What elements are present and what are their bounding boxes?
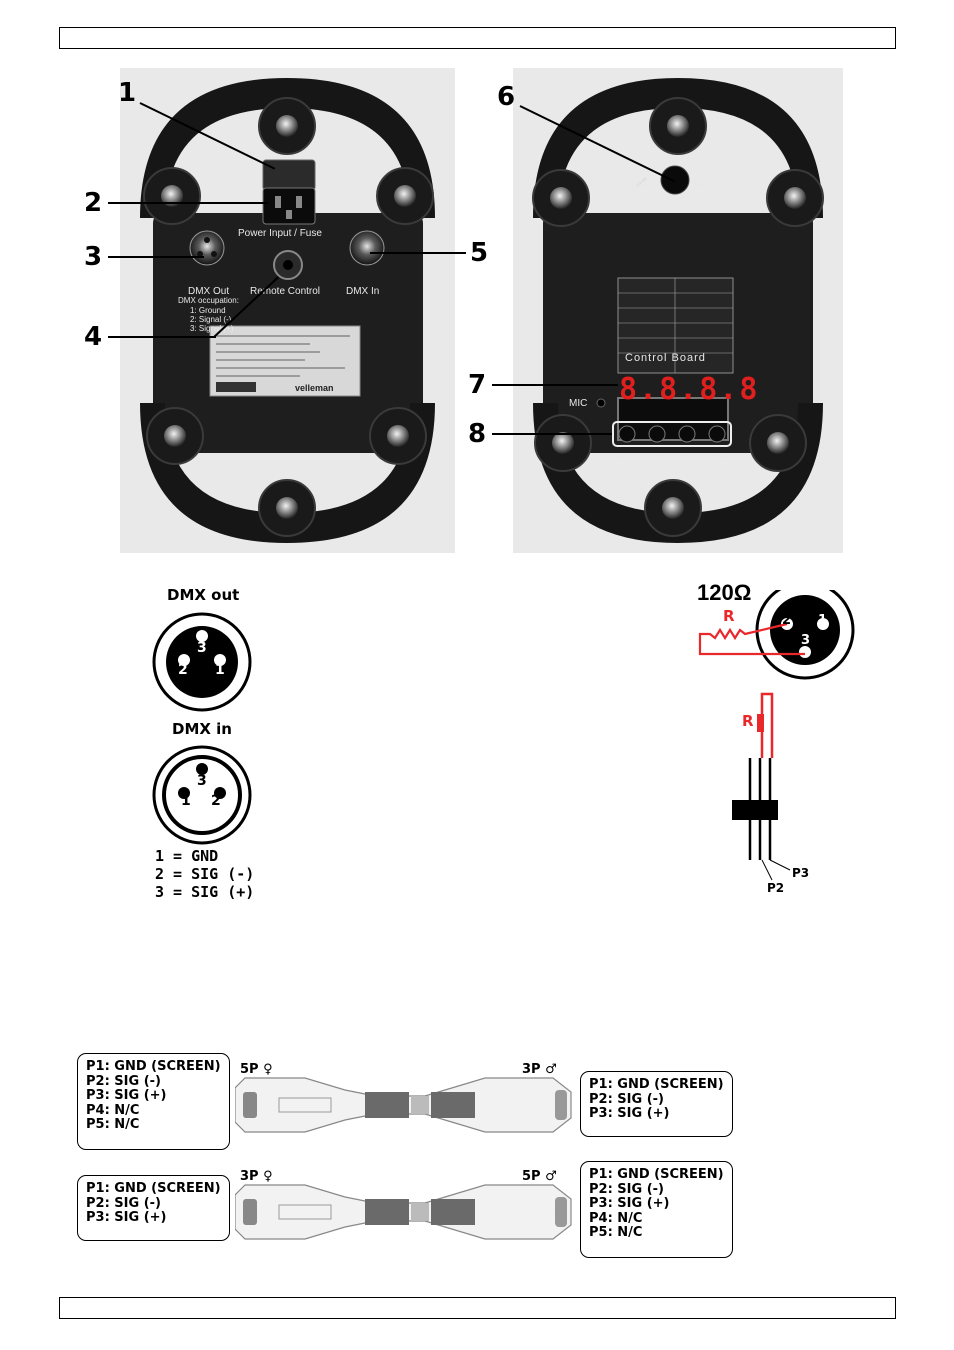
callout-4: 4 — [84, 322, 103, 352]
callout-1: 1 — [118, 78, 137, 108]
remote-control-label: Remote Control — [250, 286, 321, 297]
callout-3: 3 — [84, 242, 103, 272]
cable2-left-line-2: P2: SIG (-) — [86, 1195, 161, 1211]
page-header-frame — [59, 27, 896, 49]
control-board-label: Control Board — [625, 352, 706, 364]
dmx-in-pin-3: 3 — [197, 773, 207, 789]
legend-gnd: 1 = GND — [155, 847, 219, 865]
dmx-occupation-title: DMX occupation: — [178, 296, 239, 305]
dmx-out-label: DMX Out — [188, 286, 230, 297]
legend-sig-plus: 3 = SIG (+) — [155, 883, 255, 901]
leader-4 — [108, 336, 216, 338]
cable2-right-line-5: P5: N/C — [589, 1225, 643, 1240]
dmx-occupation-3: 3: Signal (+) — [190, 324, 234, 333]
mic-label: MIC — [569, 398, 588, 409]
led-display: 8.8.8.8 — [619, 372, 760, 407]
cable1-drawing — [235, 1077, 572, 1133]
rear-panel-photo: Power Input / Fuse DMX Out DMX occupatio… — [120, 68, 455, 553]
callout-5: 5 — [470, 238, 489, 268]
down-button-label: DOWN — [703, 452, 729, 461]
terminator-pin-1: 1 — [818, 613, 828, 628]
wire-label-p2: P2 — [767, 881, 785, 895]
cable2-right-line-3: P3: SIG (+) — [589, 1196, 670, 1211]
dmx-occupation-2: 2: Signal (-) — [190, 315, 232, 324]
cable2-right-line-4: P4: N/C — [589, 1210, 643, 1226]
dmx-occupation-1: 1: Ground — [190, 306, 226, 315]
cable1-left-line-4: P4: N/C — [86, 1102, 140, 1118]
dmx-out-pin-1: 1 — [215, 662, 225, 678]
cable1-right-line-3: P3: SIG (+) — [589, 1106, 670, 1121]
dmx-out-pin-3: 3 — [197, 640, 207, 656]
page-footer-frame — [59, 1297, 896, 1319]
dmx-out-connector — [152, 612, 252, 712]
terminator-resistor-label-side: R — [742, 712, 754, 730]
dmx-in-connector — [152, 745, 252, 845]
dmx-in-pin-2: 2 — [211, 793, 221, 809]
terminator-title: 120Ω — [697, 580, 752, 605]
terminator-pin-2: 2 — [782, 613, 792, 628]
mode-button-label: MODE — [617, 452, 641, 461]
cable1-left-line-5: P5: N/C — [86, 1117, 140, 1132]
legend-sig-minus: 2 = SIG (-) — [155, 865, 255, 883]
cable1-left-connector-label: 5P ♀ — [240, 1062, 273, 1077]
callout-8: 8 — [468, 419, 487, 449]
dmx-in-label: DMX In — [346, 286, 380, 297]
control-board-photo: MIN MAX Control Board MIC 8.8.8.8 MODE E… — [513, 68, 843, 553]
cable2-right-connector-label: 5P ♂ — [522, 1169, 557, 1184]
dmx-out-pin-2: 2 — [178, 662, 188, 678]
cable1-right-pinout: P1: GND (SCREEN) P2: SIG (-) P3: SIG (+) — [580, 1071, 733, 1137]
dmx-in-title: DMX in — [172, 720, 232, 738]
callout-2: 2 — [84, 188, 103, 218]
cable1-right-line-2: P2: SIG (-) — [589, 1091, 664, 1107]
rear-panel-drawing — [120, 68, 455, 553]
cable1-right-line-1: P1: GND (SCREEN) — [589, 1077, 724, 1092]
leader-3 — [108, 256, 204, 258]
terminator-pin-3: 3 — [801, 633, 811, 648]
wire-label-p3: P3 — [792, 866, 810, 880]
cable2-right-line-1: P1: GND (SCREEN) — [589, 1167, 724, 1182]
enter-button-label: ENTER — [643, 452, 671, 461]
plate-brand: velleman — [295, 383, 334, 393]
cable1-right-connector-label: 3P ♂ — [522, 1062, 557, 1077]
cable1-left-pinout: P1: GND (SCREEN) P2: SIG (-) P3: SIG (+)… — [77, 1053, 230, 1150]
knob-max-label: MAX — [693, 180, 715, 191]
callout-7: 7 — [468, 370, 487, 400]
knob-min-label: MIN — [629, 180, 648, 191]
cable1-left-line-3: P3: SIG (+) — [86, 1088, 167, 1103]
cable2-right-pinout: P1: GND (SCREEN) P2: SIG (-) P3: SIG (+)… — [580, 1161, 733, 1258]
cable2-left-connector-label: 3P ♀ — [240, 1169, 273, 1184]
power-input-label: Power Input / Fuse — [238, 228, 322, 239]
up-button-label: UP — [680, 452, 692, 461]
terminator-drawing — [698, 590, 855, 881]
dmx-out-title: DMX out — [167, 586, 240, 604]
dmx-in-pin-1: 1 — [181, 793, 191, 809]
cable2-right-line-2: P2: SIG (-) — [589, 1181, 664, 1197]
cable2-left-pinout: P1: GND (SCREEN) P2: SIG (-) P3: SIG (+) — [77, 1175, 230, 1241]
terminator-resistor-label-top: R — [723, 607, 735, 625]
cable1-left-line-2: P2: SIG (-) — [86, 1073, 161, 1089]
cable2-left-line-3: P3: SIG (+) — [86, 1210, 167, 1225]
cable2-drawing — [235, 1184, 572, 1240]
callout-6: 6 — [497, 82, 516, 112]
cable1-left-line-1: P1: GND (SCREEN) — [86, 1059, 221, 1074]
pin-legend: 1 = GND 2 = SIG (-) 3 = SIG (+) — [155, 847, 254, 901]
leader-7 — [492, 384, 618, 386]
control-board-drawing — [513, 68, 843, 553]
cable2-left-line-1: P1: GND (SCREEN) — [86, 1181, 221, 1196]
leader-2 — [108, 202, 268, 204]
leader-8 — [492, 433, 612, 435]
leader-5 — [370, 252, 466, 254]
